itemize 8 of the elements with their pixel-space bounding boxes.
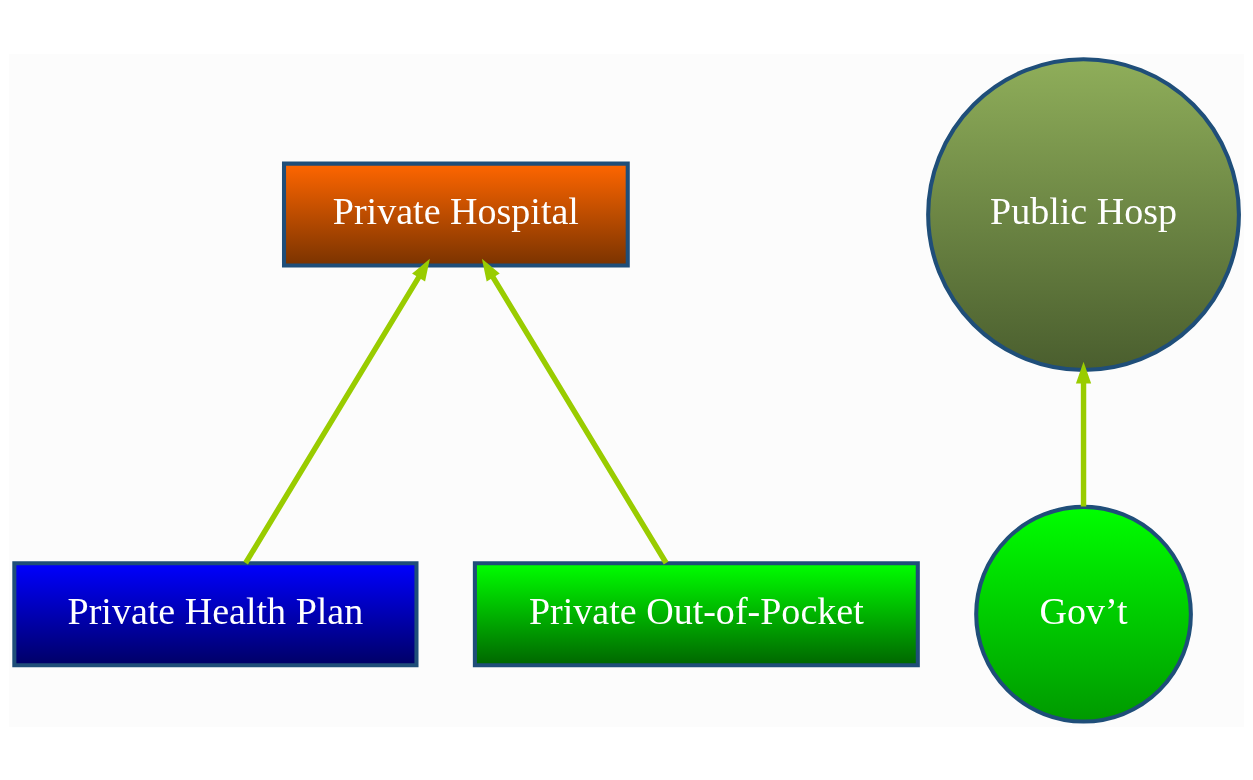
node-box: Private Health Plan (12, 560, 419, 667)
node-circle: Gov’t (974, 504, 1193, 724)
node-box: Private Hospital (281, 161, 630, 268)
arrow (1075, 361, 1092, 506)
arrow (243, 258, 430, 564)
node-circle: Public Hosp (926, 56, 1241, 372)
node-box: Private Out-of-Pocket (472, 560, 920, 667)
arrow (481, 258, 669, 564)
